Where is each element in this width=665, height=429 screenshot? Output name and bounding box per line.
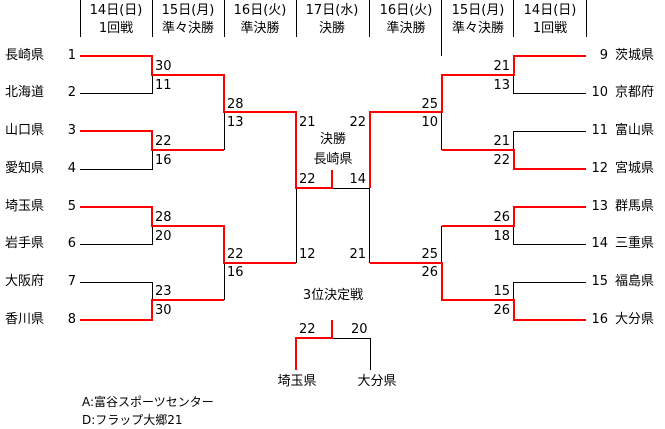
team-seed-left: 5 [67, 199, 76, 214]
team-name-left: 香川県 [5, 312, 45, 327]
header-round: 準決勝 [386, 21, 426, 36]
header-date: 14日(日) [89, 3, 143, 18]
team-name-left: 北海道 [5, 85, 45, 100]
score: 30 [155, 59, 172, 74]
header-round: 準決勝 [240, 21, 280, 36]
header-right-1: 15日(月) 準々決勝 [442, 2, 514, 38]
header-date: 16日(火) [233, 3, 287, 18]
header-left-1: 15日(月) 準々決勝 [152, 2, 224, 38]
header-final: 17日(水) 決勝 [296, 2, 368, 38]
venue-note: D:フラップ大郷21 [82, 413, 183, 427]
score: 18 [493, 229, 510, 244]
score: 22 [493, 153, 510, 168]
score: 22 [299, 322, 316, 337]
score: 15 [493, 284, 510, 299]
team-seed-left: 1 [67, 48, 76, 63]
third-place-team: 埼玉県 [277, 374, 317, 389]
header-date: 15日(月) [161, 3, 215, 18]
score: 14 [349, 172, 366, 187]
score: 21 [493, 59, 510, 74]
score: 12 [299, 247, 316, 262]
score: 13 [227, 115, 244, 130]
team-seed-right: 12 [591, 161, 608, 176]
score: 28 [155, 210, 172, 225]
team-name-right: 三重県 [615, 236, 655, 251]
header-right-0: 16日(火) 準決勝 [370, 2, 442, 38]
team-name-right: 茨城県 [615, 48, 655, 63]
header-round: 準々決勝 [451, 21, 504, 36]
header-date: 14日(日) [523, 3, 577, 18]
team-name-right: 富山県 [615, 123, 655, 138]
team-seed-right: 9 [599, 48, 608, 63]
header-date: 17日(水) [305, 3, 359, 18]
header-round: 1回戦 [98, 21, 134, 36]
team-seed-right: 10 [591, 85, 608, 100]
loser-lines [80, 75, 586, 370]
score: 26 [493, 303, 510, 318]
header-left-0: 14日(日) 1回戦 [80, 2, 152, 38]
team-name-left: 山口県 [5, 123, 45, 138]
champion: 長崎県 [313, 152, 353, 167]
score: 11 [155, 78, 172, 93]
header-round: 準々決勝 [161, 21, 214, 36]
score: 21 [349, 247, 366, 262]
header-round: 1回戦 [532, 21, 568, 36]
header-round: 決勝 [318, 21, 345, 36]
team-name-right: 京都府 [615, 85, 655, 100]
team-name-left: 埼玉県 [5, 199, 45, 214]
team-name-left: 愛知県 [5, 161, 45, 176]
score: 22 [349, 115, 366, 130]
third-place-label: 3位決定戦 [302, 288, 364, 303]
team-name-right: 群馬県 [615, 199, 655, 214]
venue-note: A:富谷スポーツセンター [82, 395, 214, 409]
team-name-right: 大分県 [615, 312, 655, 327]
team-seed-left: 4 [67, 161, 76, 176]
score: 21 [299, 115, 316, 130]
score: 25 [421, 247, 438, 262]
team-seed-left: 7 [67, 274, 76, 289]
winner-lines [80, 55, 586, 370]
header-dividers [80, 0, 587, 56]
score: 16 [155, 153, 172, 168]
score: 13 [493, 78, 510, 93]
team-seed-right: 15 [591, 274, 608, 289]
score: 20 [351, 322, 368, 337]
team-name-left: 岩手県 [5, 236, 45, 251]
score: 26 [493, 210, 510, 225]
header-right-2: 14日(日) 1回戦 [514, 2, 586, 38]
score: 20 [155, 229, 172, 244]
score: 22 [299, 172, 316, 187]
team-seed-left: 8 [67, 312, 76, 327]
score: 22 [227, 247, 244, 262]
team-seed-right: 14 [591, 236, 608, 251]
score: 21 [493, 134, 510, 149]
score: 30 [155, 303, 172, 318]
score: 10 [421, 115, 438, 130]
team-seed-right: 11 [591, 123, 608, 138]
header-date: 16日(火) [379, 3, 433, 18]
score: 28 [227, 97, 244, 112]
score: 26 [421, 265, 438, 280]
header-left-2: 16日(火) 準決勝 [224, 2, 296, 38]
header-date: 15日(月) [451, 3, 505, 18]
team-seed-right: 13 [591, 199, 608, 214]
score: 16 [227, 265, 244, 280]
team-name-right: 宮城県 [615, 161, 655, 176]
team-seed-right: 16 [591, 312, 608, 327]
score: 22 [155, 134, 172, 149]
third-place-team: 大分県 [357, 374, 397, 389]
team-name-right: 福島県 [615, 274, 655, 289]
team-seed-left: 3 [67, 123, 76, 138]
team-name-left: 大阪府 [5, 274, 45, 289]
final-label: 決勝 [319, 132, 346, 147]
team-seed-left: 6 [67, 236, 76, 251]
score: 23 [155, 284, 172, 299]
team-name-left: 長崎県 [5, 48, 45, 63]
score: 25 [421, 97, 438, 112]
team-seed-left: 2 [67, 85, 76, 100]
